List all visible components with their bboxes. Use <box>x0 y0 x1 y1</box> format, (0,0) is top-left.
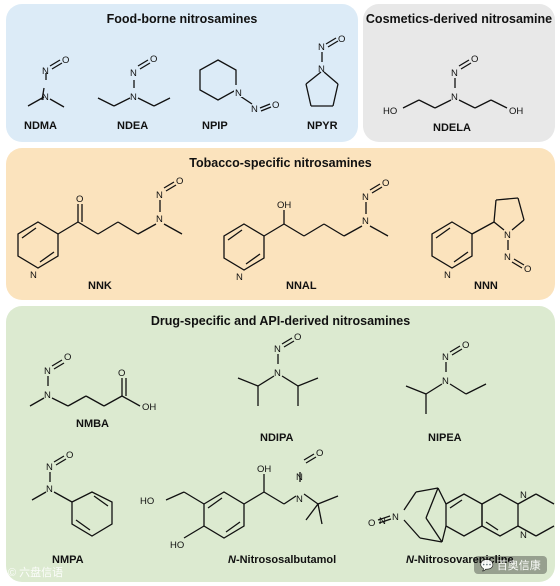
atom-n: N <box>379 516 386 527</box>
atom-n: N <box>46 484 53 495</box>
drug-panel: Drug-specific and API-derived nitrosamin… <box>6 306 555 582</box>
atom-n: N <box>451 68 458 79</box>
atom-oh: OH <box>509 106 523 117</box>
atom-o: O <box>524 264 531 275</box>
atom-o: O <box>118 368 125 379</box>
atom-o: O <box>294 332 301 343</box>
chat-bubble-icon: 💬 <box>480 560 494 572</box>
drug-panel-title: Drug-specific and API-derived nitrosamin… <box>150 314 411 328</box>
atom-o: O <box>62 55 69 66</box>
salbutamol-label: N-Nitrososalbutamol <box>228 554 336 566</box>
atom-oh: OH <box>277 200 291 211</box>
atom-o: O <box>66 450 73 461</box>
nipea-label: NIPEA <box>428 432 462 444</box>
watermark-left: © 六盘信语 <box>8 567 64 579</box>
tobacco-panel-title: Tobacco-specific nitrosamines <box>189 156 372 170</box>
nnn-structure: N N N O <box>431 197 531 281</box>
atom-n: N <box>42 92 49 103</box>
atom-o: O <box>76 194 83 205</box>
atom-n: N <box>442 376 449 387</box>
atom-n: N <box>236 272 243 283</box>
ndela-structure: N N O HO OH <box>383 54 523 117</box>
npyr-structure: N N O <box>305 34 345 107</box>
atom-n: N <box>235 88 242 99</box>
nmpa-label: NMPA <box>52 554 84 566</box>
ndea-structure: N N O <box>97 54 171 107</box>
atom-o: O <box>462 340 469 351</box>
atom-n: N <box>296 472 303 483</box>
ndipa-label: NDIPA <box>260 432 294 444</box>
atom-n: N <box>46 462 53 473</box>
nnk-structure: N O N N O <box>17 176 183 281</box>
ndma-label: NDMA <box>24 120 57 132</box>
tobacco-panel: Tobacco-specific nitrosamines N O N N O … <box>6 148 555 300</box>
nnal-label: NNAL <box>286 280 317 292</box>
watermark-right-text: 百奥信康 <box>496 560 541 572</box>
watermark-right: 💬 百奥信康 <box>474 556 547 574</box>
atom-n: N <box>156 190 163 201</box>
atom-o: O <box>471 54 478 65</box>
atom-n: N <box>44 390 51 401</box>
npyr-label: NPYR <box>307 120 338 132</box>
atom-n: N <box>44 366 51 377</box>
atom-n: N <box>30 270 37 281</box>
ndela-label: NDELA <box>433 122 471 134</box>
npip-label: NPIP <box>202 120 228 132</box>
atom-n: N <box>504 252 511 263</box>
atom-n: N <box>318 42 325 53</box>
nmba-label: NMBA <box>76 418 109 430</box>
atom-n: N <box>504 230 511 241</box>
atom-n: N <box>362 216 369 227</box>
atom-o: O <box>64 352 71 363</box>
atom-n: N <box>42 66 49 77</box>
atom-o: O <box>176 176 183 187</box>
atom-ho: HO <box>140 496 154 507</box>
atom-o: O <box>272 100 279 111</box>
nnal-structure: N OH N N O <box>223 178 389 283</box>
npip-structure: N N O <box>199 59 279 115</box>
atom-ho: HO <box>383 106 397 117</box>
food-panel: Food-borne nitrosamines N N O NDMA N N O <box>6 4 358 142</box>
atom-n: N <box>444 270 451 281</box>
ndma-structure: N N O <box>27 55 69 108</box>
atom-n: N <box>362 192 369 203</box>
atom-oh: OH <box>257 464 271 475</box>
atom-n: N <box>251 104 258 115</box>
atom-n: N <box>274 368 281 379</box>
salbutamol-label-prefix: N <box>228 554 236 566</box>
cosmetics-panel-title: Cosmetics-derived nitrosamine <box>365 12 553 26</box>
atom-oh: OH <box>142 402 156 413</box>
atom-n: N <box>451 92 458 103</box>
varenicline-label-rest: -Nitrosovarenicline <box>413 554 514 566</box>
atom-n: N <box>520 530 527 541</box>
cosmetics-panel: Cosmetics-derived nitrosamine N N O HO O… <box>363 4 555 142</box>
atom-o: O <box>368 518 375 529</box>
drug-structures: O N N O OH N N O N N O N N O HO HO OH N … <box>29 332 555 551</box>
atom-n: N <box>130 92 137 103</box>
nnk-label: NNK <box>88 280 112 292</box>
varenicline-label-prefix: N <box>406 554 414 566</box>
atom-n: N <box>296 494 303 505</box>
atom-ho: HO <box>170 540 184 551</box>
nnn-label: NNN <box>474 280 498 292</box>
salbutamol-label-rest: -Nitrososalbutamol <box>235 554 337 566</box>
ndea-label: NDEA <box>117 120 149 132</box>
atom-n: N <box>392 512 399 523</box>
atom-o: O <box>338 34 345 45</box>
atom-o: O <box>316 448 323 459</box>
atom-n: N <box>442 352 449 363</box>
atom-n: N <box>130 68 137 79</box>
atom-n: N <box>318 64 325 75</box>
atom-n: N <box>156 214 163 225</box>
atom-o: O <box>150 54 157 65</box>
atom-o: O <box>382 178 389 189</box>
atom-n: N <box>520 490 527 501</box>
varenicline-label: N-Nitrosovarenicline <box>406 554 514 566</box>
atom-n: N <box>274 344 281 355</box>
food-panel-title: Food-borne nitrosamines <box>106 12 258 26</box>
